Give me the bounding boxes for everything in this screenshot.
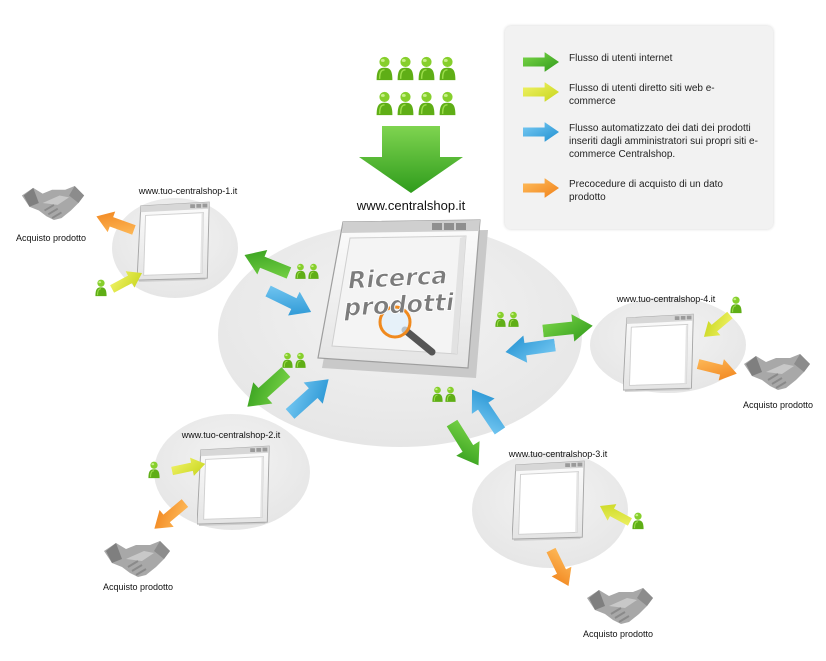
magnifier-icon [378,305,436,356]
central-site-label: www.centralshop.it [356,198,466,213]
user-icon [397,91,414,116]
shop2-action-label: Acquisto prodotto [102,582,174,592]
legend-text: Flusso di utenti internet [569,53,673,64]
legend-blue-arrow-icon [523,122,559,142]
handshake-icon [20,185,86,221]
legend-item-direct-users: Flusso di utenti diretto siti web e-comm… [523,82,771,118]
shop3-browser-icon [512,460,585,542]
legend-text: Precocedure di acquisto di un dato prodo… [569,179,723,203]
user-icon [632,512,644,530]
shop1-name: www.tuo-centralshop-1.it [138,186,238,196]
main-window-title: Ricerca prodotti [342,261,456,322]
shop3-action-label: Acquisto prodotto [582,629,654,639]
user-icon [418,56,435,81]
user-icon [418,91,435,116]
legend-item-purchase: Precocedure di acquisto di un dato prodo… [523,178,771,214]
user-icon [376,91,393,116]
handshake-icon [743,353,811,391]
shop4-browser-icon [623,313,694,393]
shop2-browser-icon [197,445,270,527]
shop4-name: www.tuo-centralshop-4.it [616,294,716,304]
user-icon [439,56,456,81]
user-icon [439,91,456,116]
user-icon [397,56,414,81]
legend-panel: Flusso di utenti internet Flusso di uten… [505,26,773,229]
user-icon [376,56,393,81]
handshake-icon [103,540,171,578]
main-browser-window [317,219,488,378]
window-title-line1: Ricerca [347,261,448,294]
big-down-arrow [359,126,463,193]
shop1-browser-icon [137,201,210,283]
shop3-name: www.tuo-centralshop-3.it [508,449,608,459]
legend-item-automated-data: Flusso automatizzato dei dati dei prodot… [523,122,771,160]
shop2-name: www.tuo-centralshop-2.it [181,430,281,440]
legend-text: Flusso automatizzato dei dati dei prodot… [569,123,758,160]
legend-item-internet-users: Flusso di utenti internet [523,52,771,88]
internet-users-group [376,56,456,116]
legend-text: Flusso di utenti diretto siti web e-comm… [569,83,715,107]
shop4-action-label: Acquisto prodotto [742,400,814,410]
user-icon [730,296,742,314]
handshake-icon [586,587,654,625]
legend-orange-arrow-icon [523,178,559,198]
shop1-action-label: Acquisto prodotto [15,233,87,243]
legend-green-arrow-icon [523,52,559,72]
user-icon [95,279,107,297]
legend-yellow-arrow-icon [523,82,559,102]
window-title-line2: prodotti [342,288,455,322]
